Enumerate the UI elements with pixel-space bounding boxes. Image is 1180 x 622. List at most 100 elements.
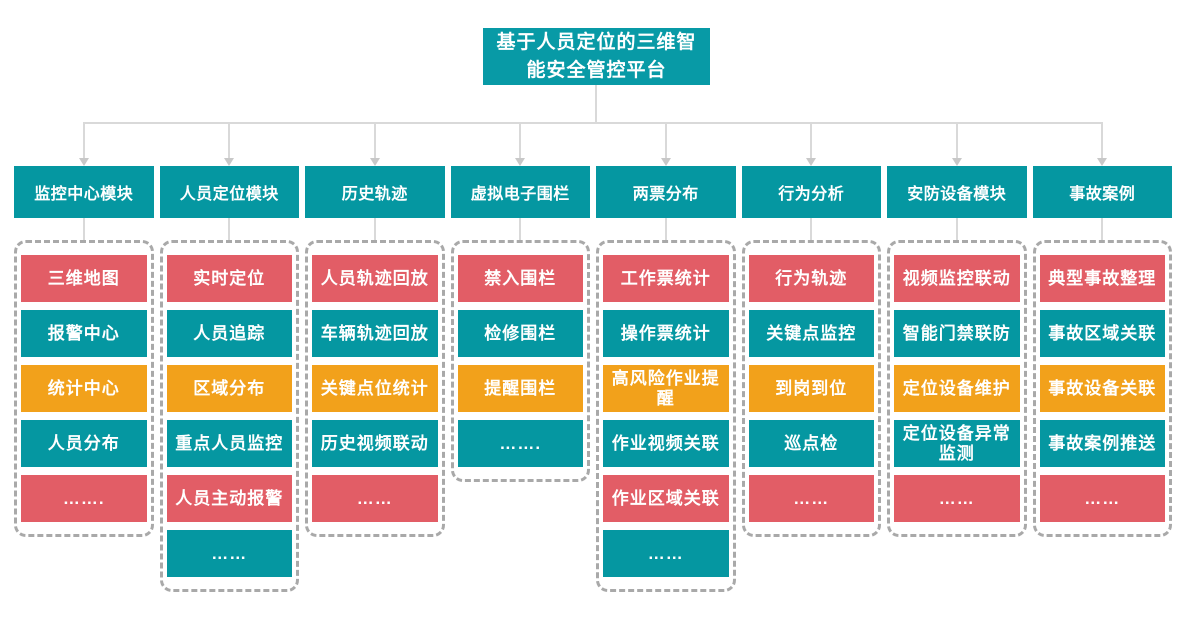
connector-drop-line — [742, 122, 882, 166]
connector-header-stub — [305, 218, 445, 240]
connector-header-stub — [1033, 218, 1173, 240]
connector-vertical-line — [810, 218, 813, 240]
feature-item: …… — [748, 475, 874, 522]
module-item-group: 视频监控联动智能门禁联防定位设备维护定位设备异常监测 …… — [887, 240, 1027, 537]
feature-item: …… — [1039, 475, 1165, 522]
feature-item: 提醒围栏 — [457, 365, 583, 412]
feature-item: 人员追踪 — [166, 310, 292, 357]
feature-item: ……. — [21, 475, 147, 522]
feature-item: 重点人员监控 — [166, 420, 292, 467]
arrow-down-icon — [1097, 158, 1108, 166]
module-item-group: 禁入围栏检修围栏提醒围栏 ……. — [450, 240, 590, 482]
connector-vertical-line — [810, 122, 813, 158]
connector-vertical-line — [664, 122, 667, 158]
module-header: 安防设备模块 — [887, 166, 1027, 218]
module-item-group: 行为轨迹关键点监控到岗到位巡点检 …… — [741, 240, 881, 537]
module-column: 历史轨迹人员轨迹回放车辆轨迹回放关键点位统计历史视频联动…… — [305, 122, 445, 592]
module-header: 行为分析 — [741, 166, 881, 218]
arrow-down-icon — [806, 158, 817, 166]
module-column: 虚拟电子围栏禁入围栏检修围栏提醒围栏 ……. — [450, 122, 591, 592]
arrow-down-icon — [660, 158, 671, 166]
connector-drop-line — [887, 122, 1027, 166]
feature-item: 到岗到位 — [748, 365, 874, 412]
feature-item: 历史视频联动 — [312, 420, 438, 467]
arrow-down-icon — [78, 158, 89, 166]
feature-item: 关键点监控 — [748, 310, 874, 357]
feature-item: 检修围栏 — [457, 310, 583, 357]
feature-item: 定位设备维护 — [894, 365, 1020, 412]
feature-item: 典型事故整理 — [1039, 255, 1165, 302]
connector-vertical-line — [1101, 122, 1104, 158]
feature-item: 报警中心 — [21, 310, 147, 357]
feature-item: 车辆轨迹回放 — [312, 310, 438, 357]
connector-drop-line — [305, 122, 445, 166]
module-header: 事故案例 — [1032, 166, 1172, 218]
connector-header-stub — [451, 218, 591, 240]
feature-item: 操作票统计 — [603, 310, 729, 357]
feature-item: 巡点检 — [748, 420, 874, 467]
feature-item: 事故区域关联 — [1039, 310, 1165, 357]
connector-vertical-line — [955, 122, 958, 158]
feature-item: …… — [894, 475, 1020, 522]
connector-vertical-line — [82, 122, 85, 158]
module-item-group: 典型事故整理事故区域关联事故设备关联事故案例推送 …… — [1032, 240, 1172, 537]
connector-vertical-line — [519, 122, 522, 158]
connector-horizontal-line — [84, 122, 1103, 124]
module-header: 虚拟电子围栏 — [450, 166, 590, 218]
feature-item: 区域分布 — [166, 365, 292, 412]
module-column: 监控中心模块三维地图报警中心统计中心人员分布……. — [14, 122, 154, 592]
connector-vertical-line — [519, 218, 522, 240]
connector-title-stub — [595, 85, 597, 123]
feature-item: …… — [166, 530, 292, 577]
module-item-group: 三维地图报警中心统计中心人员分布……. — [14, 240, 154, 537]
module-column: 行为分析行为轨迹关键点监控到岗到位巡点检 …… — [741, 122, 882, 592]
connector-vertical-line — [664, 218, 667, 240]
connector-drop-line — [160, 122, 300, 166]
module-header: 历史轨迹 — [305, 166, 445, 218]
feature-item: 工作票统计 — [603, 255, 729, 302]
module-item-group: 实时定位人员追踪区域分布重点人员监控人员主动报警…… — [159, 240, 299, 592]
module-column: 人员定位模块实时定位人员追踪区域分布重点人员监控人员主动报警…… — [159, 122, 300, 592]
module-item-group: 人员轨迹回放车辆轨迹回放关键点位统计历史视频联动…… — [305, 240, 445, 537]
connector-vertical-line — [82, 218, 85, 240]
arrow-down-icon — [369, 158, 380, 166]
feature-item: 关键点位统计 — [312, 365, 438, 412]
feature-item: 高风险作业提醒 — [603, 365, 729, 412]
connector-vertical-line — [228, 122, 231, 158]
feature-item: 定位设备异常监测 — [894, 420, 1020, 467]
connector-drop-line — [14, 122, 154, 166]
root-node-title: 基于人员定位的三维智能安全管控平台 — [483, 28, 710, 85]
connector-vertical-line — [228, 218, 231, 240]
module-column: 事故案例典型事故整理事故区域关联事故设备关联事故案例推送 …… — [1032, 122, 1173, 592]
feature-item: 事故案例推送 — [1039, 420, 1165, 467]
feature-item: 行为轨迹 — [748, 255, 874, 302]
feature-item: 禁入围栏 — [457, 255, 583, 302]
connector-vertical-line — [1101, 218, 1104, 240]
feature-item: 人员轨迹回放 — [312, 255, 438, 302]
connector-vertical-line — [373, 122, 376, 158]
connector-drop-line — [596, 122, 736, 166]
arrow-down-icon — [951, 158, 962, 166]
feature-item: 作业区域关联 — [603, 475, 729, 522]
arrow-down-icon — [515, 158, 526, 166]
feature-item: 视频监控联动 — [894, 255, 1020, 302]
connector-header-stub — [887, 218, 1027, 240]
arrow-down-icon — [224, 158, 235, 166]
feature-item: 智能门禁联防 — [894, 310, 1020, 357]
connector-drop-line — [451, 122, 591, 166]
feature-item: ……. — [457, 420, 583, 467]
feature-item: 人员分布 — [21, 420, 147, 467]
module-header: 监控中心模块 — [14, 166, 154, 218]
connector-header-stub — [160, 218, 300, 240]
feature-item: 三维地图 — [21, 255, 147, 302]
module-header: 人员定位模块 — [159, 166, 299, 218]
module-column: 两票分布工作票统计操作票统计高风险作业提醒作业视频关联作业区域关联…… — [596, 122, 736, 592]
feature-item: …… — [603, 530, 729, 577]
module-column: 安防设备模块视频监控联动智能门禁联防定位设备维护定位设备异常监测 …… — [887, 122, 1027, 592]
connector-vertical-line — [373, 218, 376, 240]
module-header: 两票分布 — [596, 166, 736, 218]
feature-item: 事故设备关联 — [1039, 365, 1165, 412]
connector-header-stub — [14, 218, 154, 240]
feature-item: 实时定位 — [166, 255, 292, 302]
